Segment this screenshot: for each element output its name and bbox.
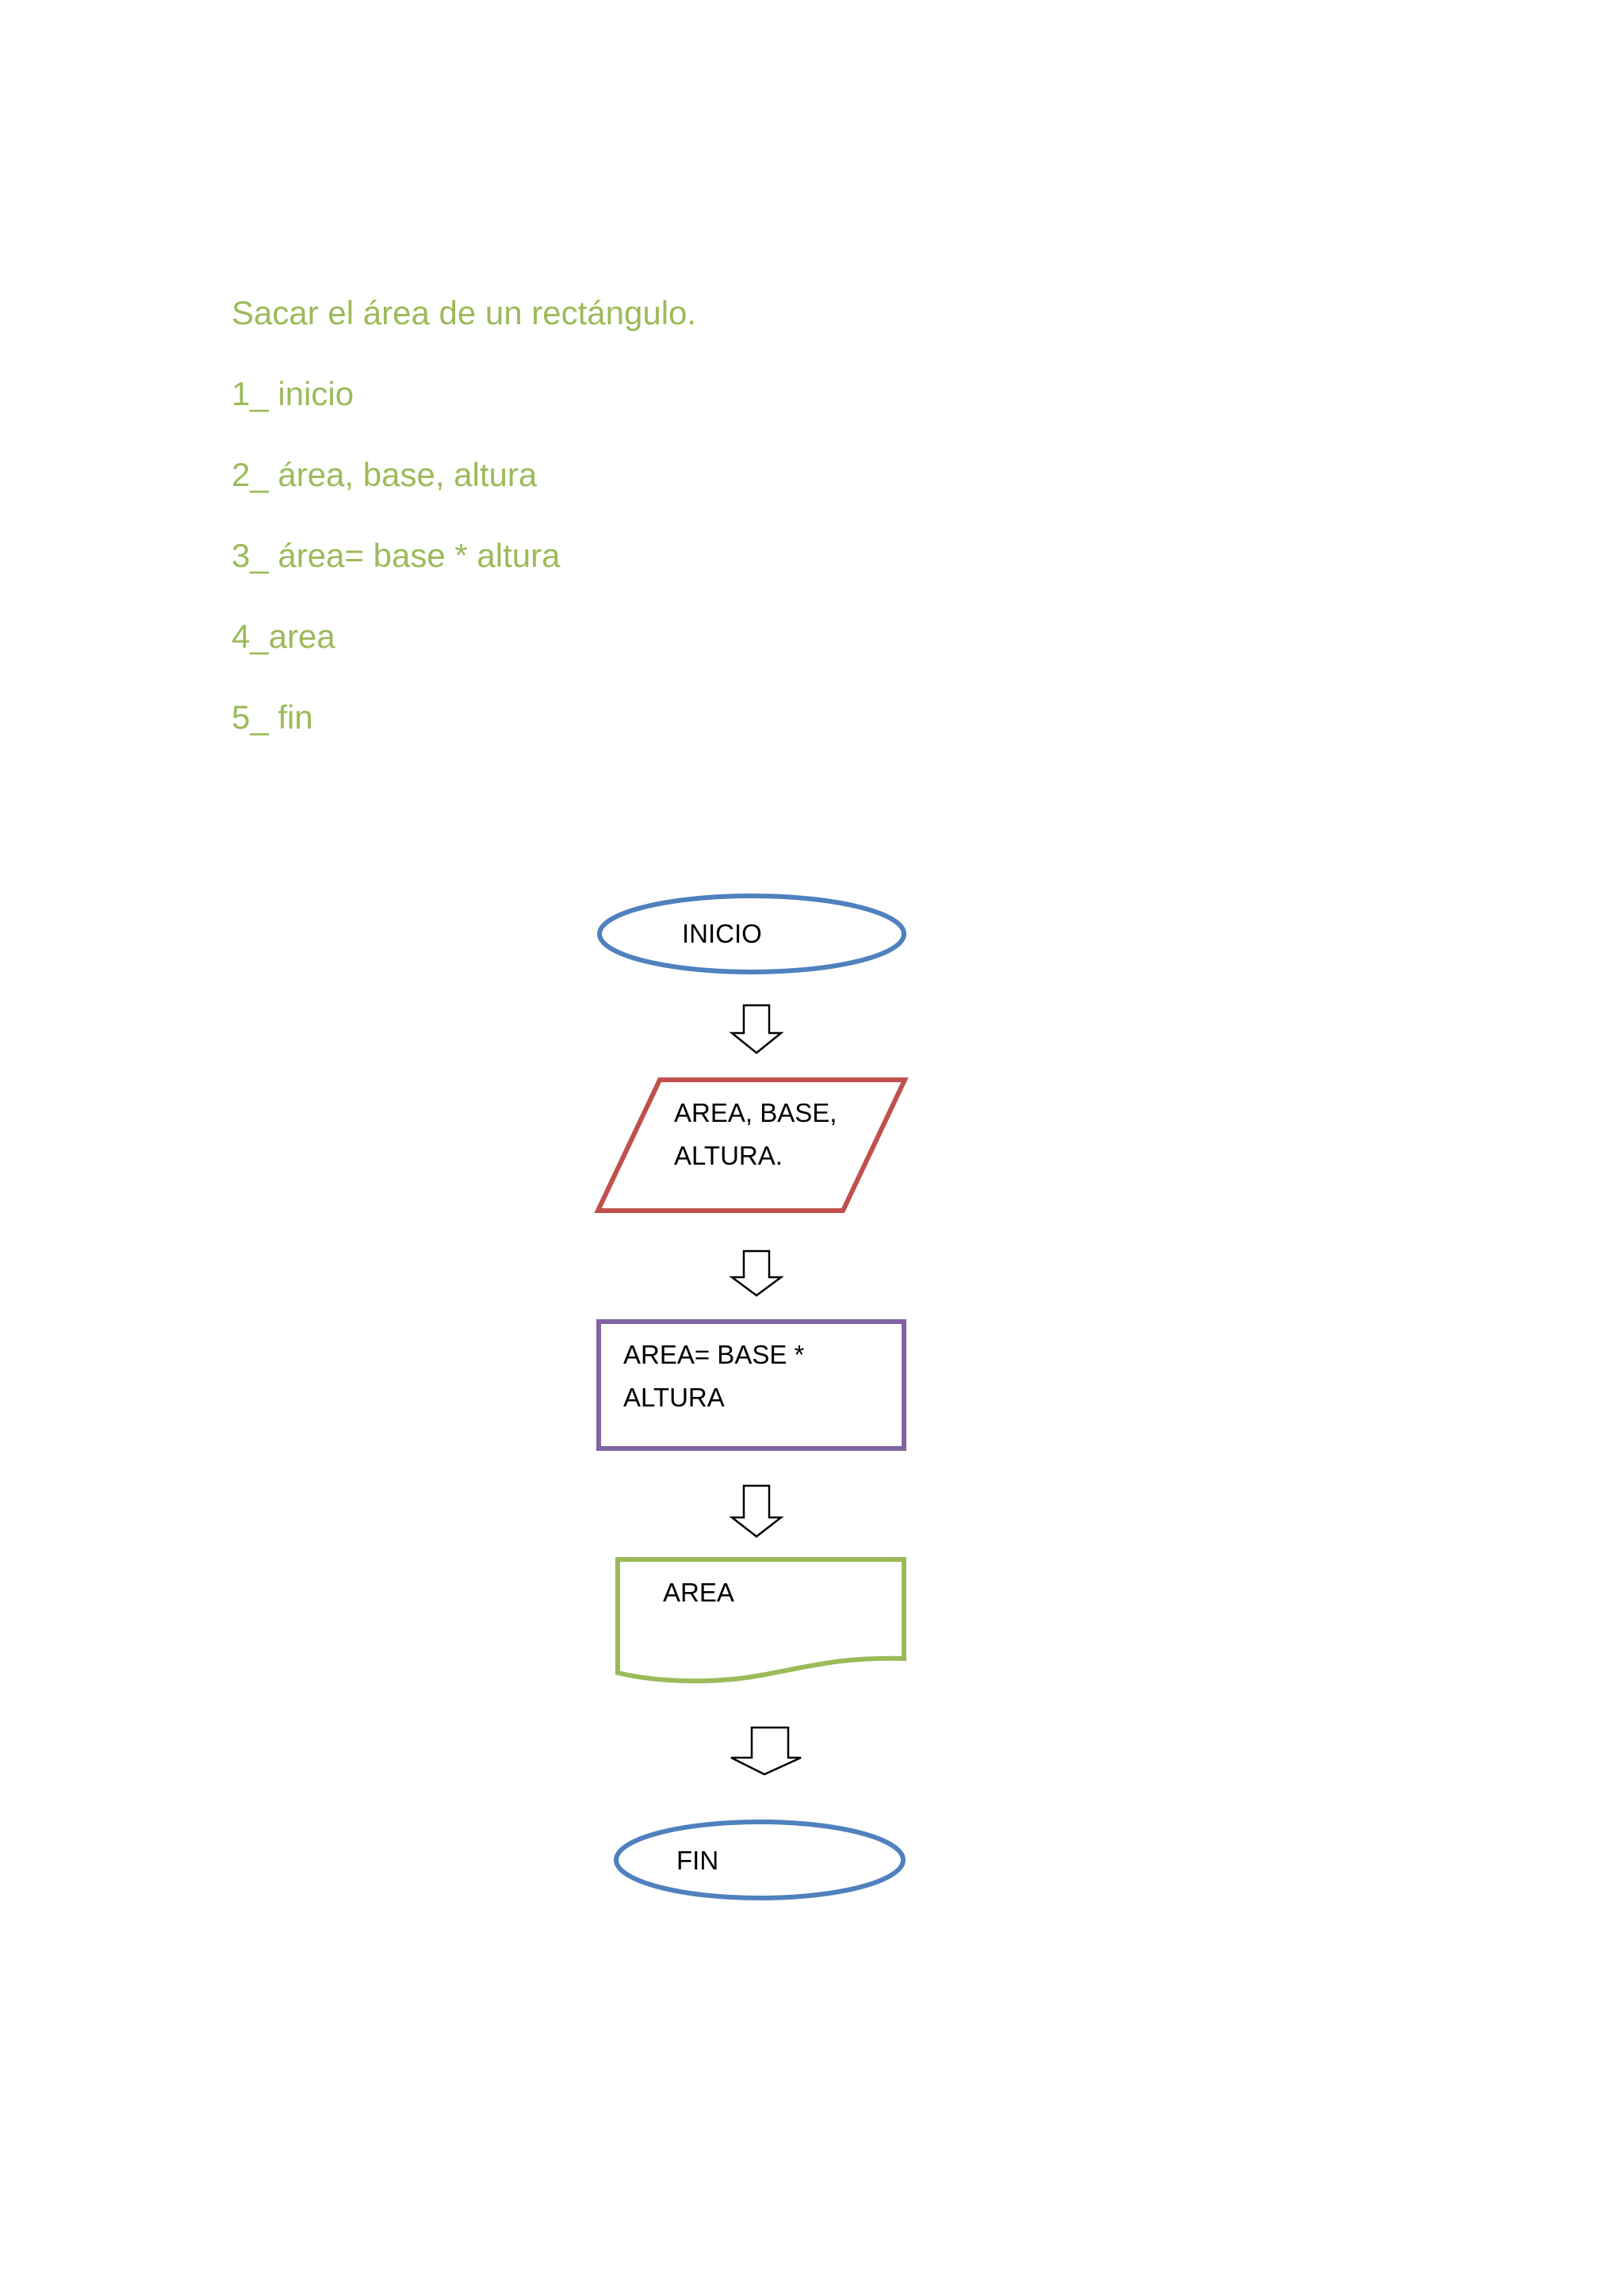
end-ellipse [614, 1820, 906, 1900]
start-ellipse [597, 894, 906, 974]
step-5: 5_ fin [232, 698, 313, 736]
step-4: 4_area [232, 618, 335, 655]
input-parallelogram [594, 1077, 909, 1213]
document-title: Sacar el área de un rectángulo. [232, 294, 697, 331]
down-arrow-icon [729, 1004, 784, 1054]
output-label: AREA [663, 1578, 734, 1607]
down-arrow-icon [729, 1249, 784, 1297]
step-1: 1_ inicio [232, 375, 354, 412]
algorithm-steps: Sacar el área de un rectángulo. 1_ inici… [232, 273, 696, 758]
step-2: 2_ área, base, altura [232, 456, 538, 493]
output-document [615, 1557, 906, 1684]
end-label: FIN [676, 1846, 719, 1875]
start-label: INICIO [682, 919, 762, 948]
process-rectangle [596, 1319, 906, 1451]
step-3: 3_ área= base * altura [232, 537, 561, 574]
down-arrow-icon [730, 1726, 802, 1776]
down-arrow-icon [729, 1484, 784, 1538]
process-label: AREA= BASE * ALTURA [623, 1340, 805, 1412]
input-label: AREA, BASE, ALTURA. [674, 1098, 837, 1170]
